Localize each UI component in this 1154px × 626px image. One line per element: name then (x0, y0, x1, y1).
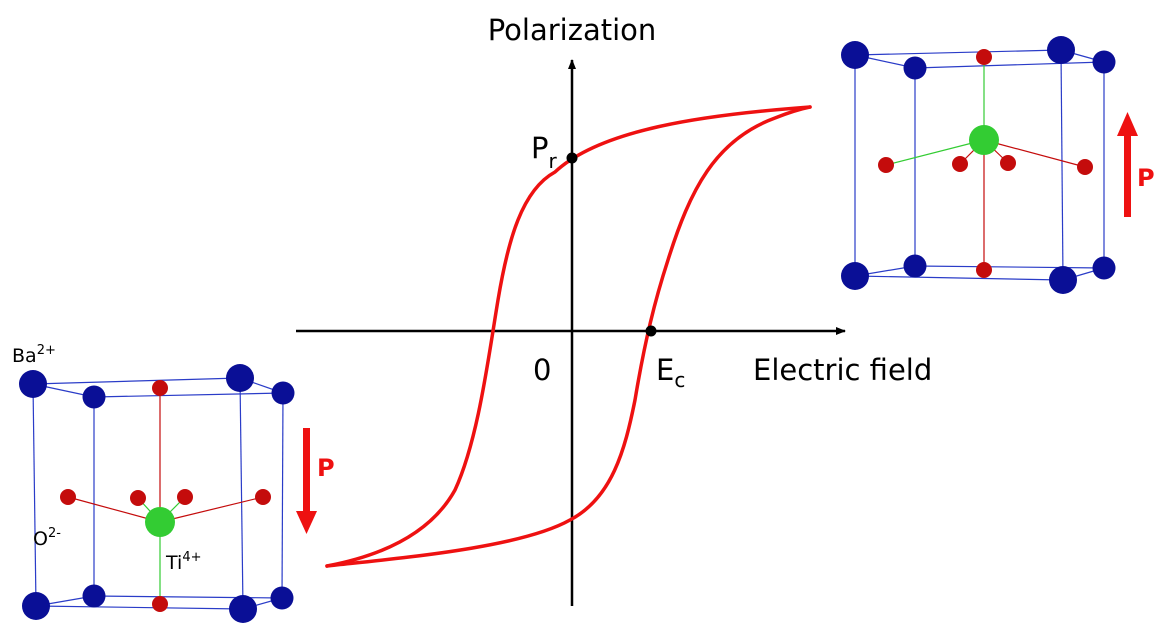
ba-atom (903, 254, 927, 278)
ba-atom (1092, 50, 1116, 74)
o-atom (255, 489, 271, 505)
ba-atom (1092, 256, 1116, 280)
x-axis-label: Electric field (753, 353, 932, 387)
ba-label-main: Ba (12, 345, 37, 367)
ba-atom (22, 592, 50, 620)
pr-label-sub: r (549, 149, 558, 173)
o-atom (878, 157, 894, 173)
ba-atom (841, 41, 869, 69)
ba-atom (229, 595, 257, 623)
o-atom (177, 489, 193, 505)
ti-label: Ti4+ (165, 550, 201, 574)
ba-atom (82, 584, 106, 608)
ba-atom (271, 381, 295, 405)
hysteresis-loop (325, 105, 812, 568)
o-atom (976, 262, 992, 278)
o-atom (952, 156, 968, 172)
o-atom (152, 596, 168, 612)
ba-atom (841, 262, 869, 290)
ec-label-main: E (656, 353, 674, 387)
o-atoms (878, 49, 1093, 278)
ba-atoms (841, 36, 1116, 294)
ti-atom (145, 507, 175, 537)
pr-point (566, 152, 578, 164)
ec-label: Ec (656, 353, 685, 392)
ba-atom (19, 370, 47, 398)
ec-point (645, 325, 657, 337)
ba-label: Ba2+ (12, 343, 56, 367)
o-atom (130, 490, 146, 506)
ba-atom (903, 56, 927, 80)
axes (296, 59, 846, 606)
o-atom (60, 489, 76, 505)
ba-label-sup: 2+ (37, 343, 56, 358)
ba-atom (1049, 266, 1077, 294)
crystal-cell-right (841, 36, 1116, 294)
polarization-up-label: P (1137, 164, 1154, 192)
loop-lower-branch (325, 105, 812, 568)
ba-atom (270, 586, 294, 610)
origin-label: 0 (533, 353, 551, 387)
loop-upper-branch (325, 105, 812, 568)
crystal-cell-left: Ba2+ O2- Ti4+ (12, 343, 295, 623)
ba-atom (1047, 36, 1075, 64)
ec-label-sub: c (674, 368, 685, 392)
ti-label-sup: 4+ (182, 550, 201, 565)
pr-label-main: P (531, 131, 549, 165)
ba-atom (226, 364, 254, 392)
o-atom (1000, 155, 1016, 171)
ba-atoms (19, 364, 295, 623)
ti-atom (969, 125, 999, 155)
o-atoms (60, 380, 271, 612)
ti-o-bonds (885, 57, 1086, 270)
y-axis-label: Polarization (488, 13, 657, 47)
o-label-main: O (33, 528, 48, 550)
o-atom (152, 380, 168, 396)
polarization-arrow-down: P (296, 428, 335, 534)
ba-atom (82, 385, 106, 409)
polarization-down-label: P (317, 454, 335, 482)
o-atom (1077, 159, 1093, 175)
ti-label-main: Ti (165, 552, 182, 574)
o-atom (976, 49, 992, 65)
pr-label: Pr (531, 131, 558, 173)
polarization-arrow-up: P (1117, 112, 1154, 217)
o-label-sup: 2- (48, 526, 61, 541)
o-label: O2- (33, 526, 61, 550)
